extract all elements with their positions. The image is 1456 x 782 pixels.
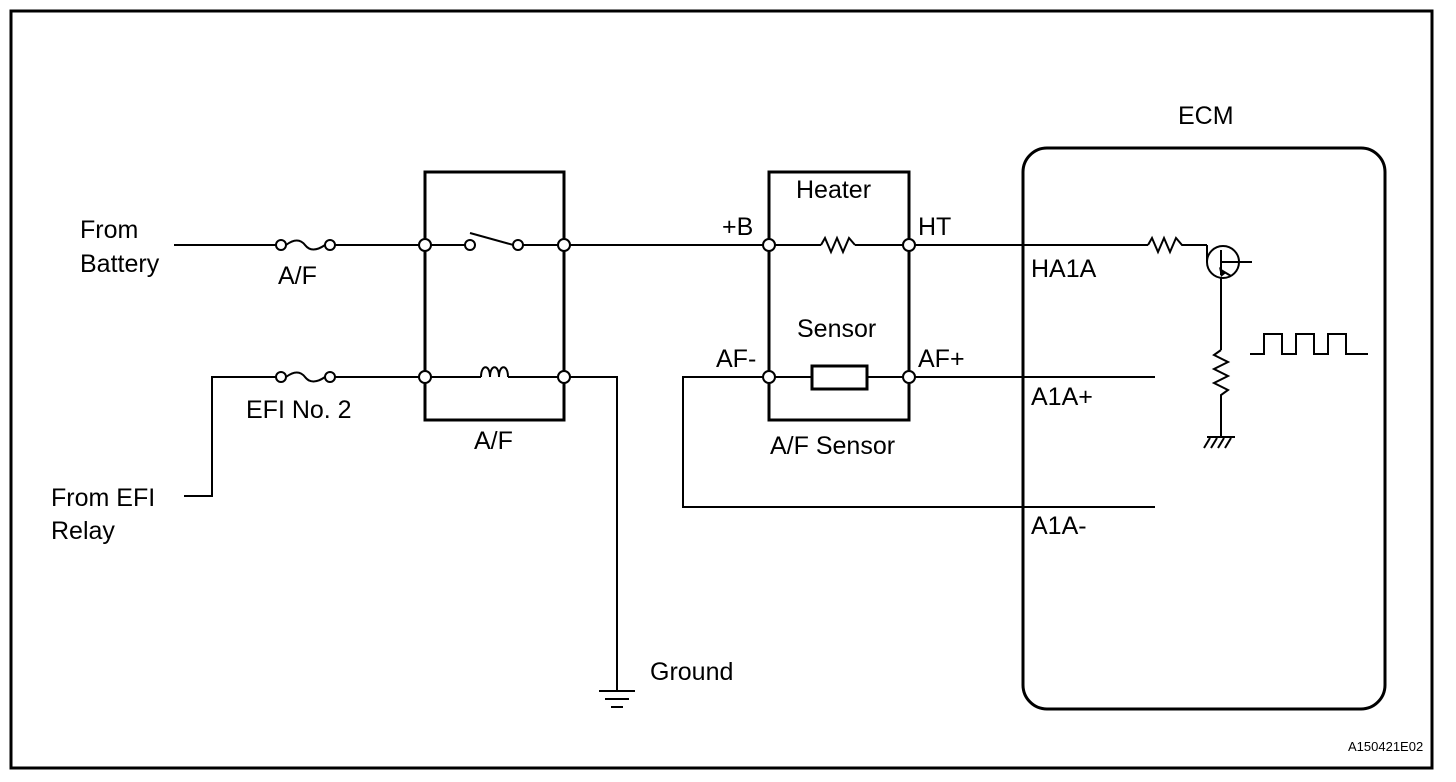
ecm-pulldown-resistor <box>1211 349 1231 436</box>
diagram-frame <box>9 9 1434 770</box>
relay-switch <box>430 232 560 251</box>
af-sensor-box <box>767 170 911 422</box>
ecm-chassis-ground <box>1203 436 1235 449</box>
af-minus-to-ecm-wire <box>682 376 1155 508</box>
fuse-af <box>275 239 336 251</box>
af-minus-terminal-label: AF- <box>716 345 756 373</box>
af-sensor-label: A/F Sensor <box>770 432 895 460</box>
a1a-minus-terminal-label: A1A- <box>1031 512 1087 540</box>
relay-coil <box>430 366 560 378</box>
sensor-element <box>775 364 903 391</box>
ecm-transistor <box>1206 245 1252 350</box>
ecm-label: ECM <box>1178 102 1234 130</box>
af-plus-terminal-label: AF+ <box>918 345 965 373</box>
fuse-af-label: A/F <box>278 262 317 290</box>
from-efi-relay-label-line1: From EFI <box>51 484 155 512</box>
af-relay-box <box>423 170 566 422</box>
ht-terminal-label: HT <box>918 213 951 241</box>
heater-resistor <box>775 235 903 255</box>
fuse-efi-no2-label: EFI No. 2 <box>246 396 352 424</box>
ground-wire <box>570 376 618 690</box>
sensor-terminals <box>762 238 916 384</box>
ground-label: Ground <box>650 658 733 686</box>
heater-label: Heater <box>796 176 871 204</box>
efi-line <box>184 376 420 497</box>
relay-terminals <box>418 238 571 384</box>
fuse-efi-no2 <box>275 371 336 383</box>
ecm-box <box>1021 146 1387 711</box>
from-efi-relay-label-line2: Relay <box>51 517 115 545</box>
plus-b-terminal-label: +B <box>722 213 753 241</box>
figure-code: A150421E02 <box>1348 739 1423 754</box>
af-relay-label: A/F <box>474 427 513 455</box>
sensor-label: Sensor <box>797 315 876 343</box>
ground-symbol <box>599 690 635 708</box>
ecm-base-resistor <box>1147 235 1207 255</box>
ha1a-terminal-label: HA1A <box>1031 255 1097 283</box>
a1a-plus-terminal-label: A1A+ <box>1031 383 1093 411</box>
from-battery-label-line2: Battery <box>80 250 160 278</box>
pulse-waveform-icon <box>1250 333 1368 355</box>
from-battery-label-line1: From <box>80 216 138 244</box>
